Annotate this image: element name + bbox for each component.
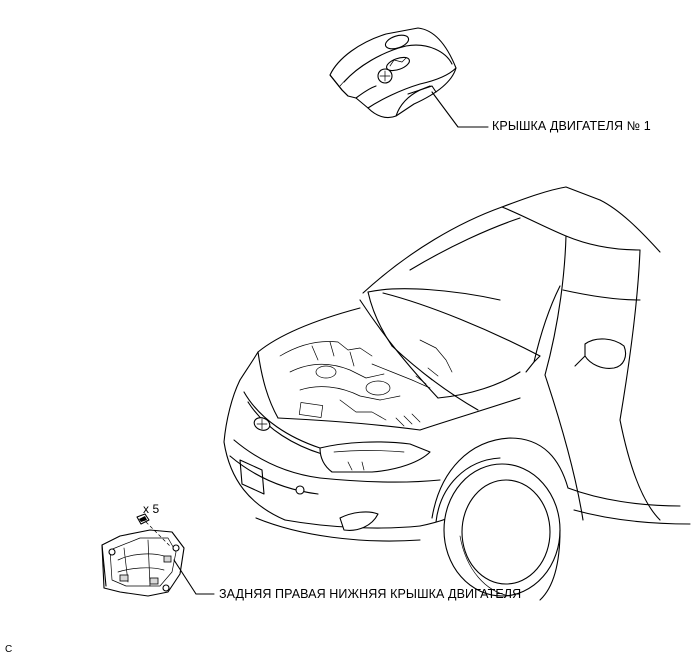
under-cover-label: ЗАДНЯЯ ПРАВАЯ НИЖНЯЯ КРЫШКА ДВИГАТЕЛЯ — [219, 587, 522, 601]
corner-code-label: C — [5, 644, 13, 655]
car-illustration — [223, 186, 691, 601]
under-cover-illustration — [101, 529, 185, 597]
engine-cover-illustration — [329, 27, 457, 119]
under-cover-leader — [173, 559, 215, 595]
clip-fastener — [136, 513, 150, 525]
clip-dashed-leader — [145, 521, 171, 547]
fastener-quantity-label: x 5 — [143, 502, 160, 516]
engine-cover-label: КРЫШКА ДВИГАТЕЛЯ № 1 — [492, 119, 651, 133]
engine-cover-leader — [431, 91, 489, 128]
